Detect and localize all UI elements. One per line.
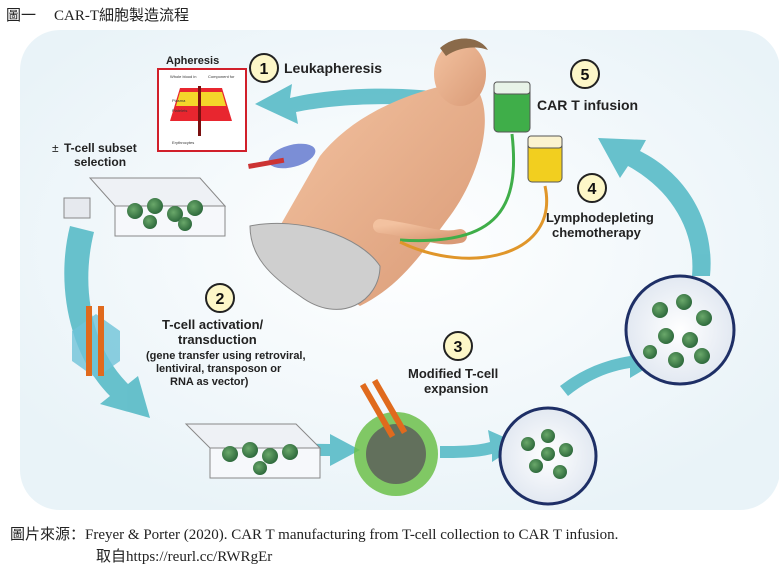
figure-caption: 圖片來源：Freyer & Porter (2020). CAR T manuf…	[10, 524, 618, 568]
step-badge-1: 1	[249, 53, 279, 83]
subset-label-line2: selection	[74, 155, 126, 169]
step-2-note-line1: (gene transfer using retroviral,	[146, 350, 306, 362]
caption-link: 取自https://reurl.cc/RWRgEr	[96, 549, 273, 565]
step-2-label-line2: transduction	[178, 332, 257, 347]
step-4-label-line2: chemotherapy	[552, 225, 642, 240]
figure-title-text: CAR-T細胞製造流程	[54, 8, 190, 24]
arrow-left	[64, 226, 150, 418]
step-5-label: CAR T infusion	[537, 97, 638, 113]
apheresis-label-5: Erythrocytes	[172, 140, 194, 145]
subset-label-line1: T-cell subset	[64, 141, 137, 155]
infusion-bags	[399, 81, 563, 260]
arrow-right-up	[598, 138, 711, 276]
svg-text:1: 1	[260, 61, 269, 78]
apheresis-label-2: Component for	[208, 74, 235, 79]
step-1-label: Leukapheresis	[284, 60, 382, 76]
patient-head	[434, 42, 486, 106]
car-vector-icon	[72, 306, 120, 378]
caption-source: 圖片來源：Freyer & Porter (2020). CAR T manuf…	[10, 527, 619, 543]
step-2-label-line1: T-cell activation/	[162, 317, 264, 332]
apheresis-device: Apheresis Whole blood in Component for P…	[157, 55, 247, 152]
step-badge-5: 5	[570, 59, 600, 89]
apheresis-label-4: Platelets	[172, 108, 187, 113]
apheresis-label-1: Whole blood in	[170, 74, 196, 79]
large-culture-dish	[624, 274, 736, 386]
figure-title: 圖一 CAR-T細胞製造流程	[6, 4, 189, 25]
culture-flask-top	[63, 177, 227, 237]
step-badge-2: 2	[205, 283, 235, 313]
apheresis-label-3: Plasma	[172, 98, 186, 103]
step-badge-3: 3	[443, 331, 473, 361]
svg-text:3: 3	[454, 339, 463, 356]
orange-line	[399, 185, 549, 260]
apheresis-title: Apheresis	[166, 55, 219, 67]
svg-text:2: 2	[216, 291, 225, 308]
svg-text:5: 5	[581, 67, 590, 84]
subset-sign: ±	[52, 141, 59, 155]
car-t-process-diagram: Apheresis Whole blood in Component for P…	[20, 30, 779, 510]
step-3-label-line1: Modified T-cell	[408, 366, 498, 381]
t-cell-icon	[354, 379, 438, 496]
culture-flask-bottom	[184, 423, 322, 479]
gloved-hand-icon	[248, 143, 316, 169]
step-2-note-line2: lentiviral, transposon or	[156, 363, 282, 375]
step-4-label-line1: Lymphodepleting	[546, 210, 654, 225]
expansion-dish	[498, 406, 598, 506]
step-3-label-line2: expansion	[424, 381, 488, 396]
step-badge-4: 4	[577, 173, 607, 203]
svg-text:4: 4	[588, 181, 597, 198]
figure-label: 圖一	[6, 8, 37, 24]
step-2-note-line3: RNA as vector)	[170, 376, 249, 388]
green-line	[399, 133, 516, 243]
